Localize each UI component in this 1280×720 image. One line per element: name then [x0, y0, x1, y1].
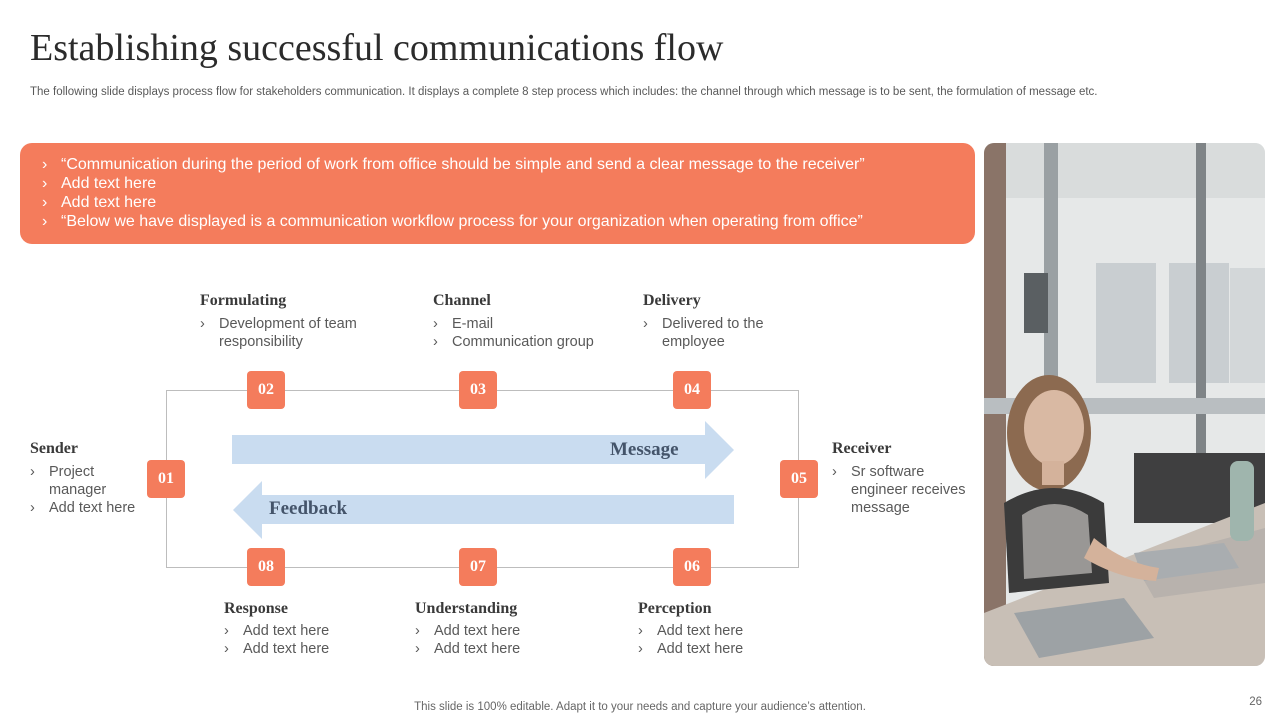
banner-item-text: “Communication during the period of work… [61, 156, 865, 173]
list-item: ›Add text here [30, 500, 136, 516]
step-04-badge: 04 [673, 371, 711, 409]
step-06-list: ›Add text here ›Add text here [638, 622, 778, 658]
step-03-badge: 03 [459, 371, 497, 409]
chevron-right-icon: › [224, 641, 229, 657]
step-05-badge: 05 [780, 460, 818, 498]
banner-item-text: Add text here [61, 175, 157, 192]
photo-illustration [984, 143, 1265, 666]
list-item: ›Project manager [30, 464, 107, 498]
chevron-right-icon: › [42, 175, 48, 192]
step-03-title: Channel [433, 292, 491, 309]
step-01-title: Sender [30, 440, 78, 457]
list-item: ›Add text here [224, 641, 330, 657]
step-07-title: Understanding [415, 600, 518, 617]
banner-item: › “Below we have displayed is a communic… [42, 212, 953, 231]
chevron-right-icon: › [433, 334, 438, 350]
step-04-list: ›Delivered to the employee [643, 315, 773, 351]
chevron-right-icon: › [224, 623, 229, 639]
feedback-arrow [233, 481, 734, 539]
step-07-badge: 07 [459, 548, 497, 586]
step-06-badge: 06 [673, 548, 711, 586]
woman-at-laptop-photo [984, 143, 1265, 666]
chevron-right-icon: › [643, 316, 648, 332]
chevron-right-icon: › [200, 316, 205, 332]
step-08-badge: 08 [247, 548, 285, 586]
message-arrow [232, 421, 734, 479]
step-05-title: Receiver [832, 440, 892, 457]
slide-subtitle: The following slide displays process flo… [30, 86, 1098, 98]
step-05-list: ›Sr software engineer receives message [832, 463, 977, 517]
banner-item: › “Communication during the period of wo… [42, 155, 953, 174]
chevron-right-icon: › [42, 156, 48, 173]
list-item: ›Add text here [415, 641, 521, 657]
step-08-list: ›Add text here ›Add text here [224, 622, 364, 658]
chevron-right-icon: › [30, 500, 35, 516]
chevron-right-icon: › [638, 623, 643, 639]
list-item: ›Add text here [638, 623, 744, 639]
list-item: ›Add text here [415, 623, 521, 639]
chevron-right-icon: › [638, 641, 643, 657]
step-08-title: Response [224, 600, 289, 617]
step-06-title: Perception [638, 600, 712, 617]
chevron-right-icon: › [832, 464, 837, 480]
list-item: ›Communication group [433, 334, 594, 350]
chevron-right-icon: › [415, 623, 420, 639]
chevron-right-icon: › [433, 316, 438, 332]
step-07-list: ›Add text here ›Add text here [415, 622, 555, 658]
step-02-list: ›Development of team responsibility [200, 315, 360, 351]
banner-item: › Add text here [42, 193, 953, 212]
step-02-title: Formulating [200, 292, 287, 309]
chevron-right-icon: › [415, 641, 420, 657]
list-item: ›Sr software engineer receives message [832, 464, 966, 516]
highlight-banner: › “Communication during the period of wo… [20, 143, 975, 244]
feedback-label: Feedback [269, 498, 348, 519]
slide-title: Establishing successful communications f… [30, 27, 724, 69]
list-item: ›E-mail [433, 316, 494, 332]
step-02-badge: 02 [247, 371, 285, 409]
slide-footer: This slide is 100% editable. Adapt it to… [414, 701, 866, 713]
list-item: ›Delivered to the employee [643, 316, 764, 350]
chevron-right-icon: › [42, 213, 48, 230]
page-number: 26 [1249, 696, 1262, 708]
step-01-badge: 01 [147, 460, 185, 498]
banner-item-text: Add text here [61, 194, 157, 211]
chevron-right-icon: › [42, 194, 48, 211]
list-item: ›Development of team responsibility [200, 316, 357, 350]
banner-item-text: “Below we have displayed is a communicat… [61, 213, 863, 230]
step-04-title: Delivery [643, 292, 701, 309]
chevron-right-icon: › [30, 464, 35, 480]
list-item: ›Add text here [638, 641, 744, 657]
message-label: Message [610, 439, 679, 460]
banner-item: › Add text here [42, 174, 953, 193]
step-01-list: ›Project manager ›Add text here [30, 463, 145, 517]
step-03-list: ›E-mail ›Communication group [433, 315, 618, 351]
list-item: ›Add text here [224, 623, 330, 639]
